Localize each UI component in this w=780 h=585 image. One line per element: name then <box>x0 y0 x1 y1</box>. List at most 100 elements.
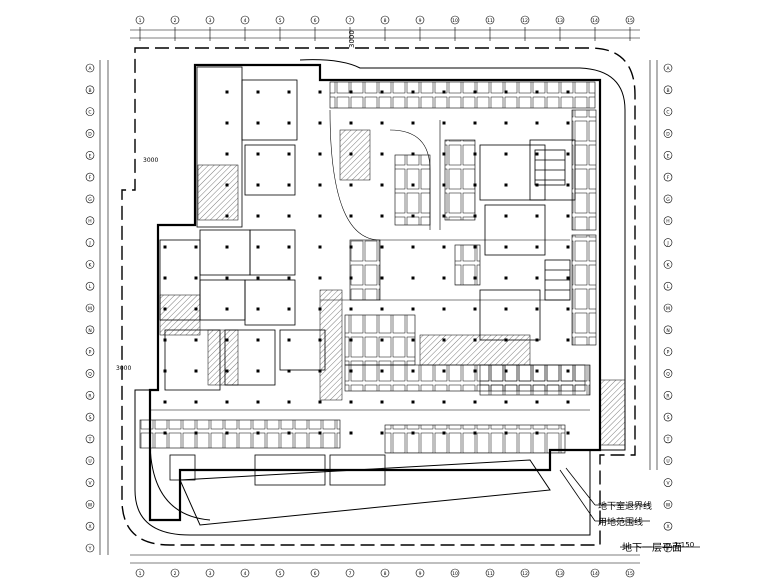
axis-bubble <box>85 456 95 466</box>
axis-label: 6 <box>314 571 317 577</box>
column <box>411 183 415 187</box>
axis-label: 14 <box>592 18 598 24</box>
column <box>504 307 508 311</box>
column <box>349 214 353 218</box>
column <box>194 369 198 373</box>
axis-label: X <box>666 524 669 530</box>
column <box>380 121 384 125</box>
column <box>535 245 539 249</box>
axis-label: 2 <box>174 18 177 24</box>
column <box>256 338 260 342</box>
column <box>535 152 539 156</box>
axis-label: 5 <box>279 571 282 577</box>
column <box>256 183 260 187</box>
column <box>411 90 415 94</box>
column <box>318 307 322 311</box>
column <box>256 214 260 218</box>
column <box>318 431 322 435</box>
column <box>163 307 167 311</box>
axis-bubble <box>555 568 565 578</box>
column <box>411 338 415 342</box>
axis-bubble <box>345 15 355 25</box>
column <box>442 369 446 373</box>
column <box>411 152 415 156</box>
axis-label: F <box>89 175 92 181</box>
legend-basement-setback-label: 地下室退界线 <box>598 502 653 512</box>
axis-bubble <box>663 172 673 182</box>
column <box>318 214 322 218</box>
axis-label: G <box>666 197 670 203</box>
axis-label: Q <box>88 371 92 377</box>
axis-bubble <box>555 15 565 25</box>
site-boundary-dashed-line <box>121 47 636 546</box>
axis-bubble <box>85 412 95 422</box>
axis-bubble <box>590 568 600 578</box>
drawing-title: 地下一层平面 <box>622 543 682 554</box>
column <box>504 369 508 373</box>
column <box>225 152 229 156</box>
axis-bubble <box>85 172 95 182</box>
column <box>442 90 446 94</box>
axis-label: 15 <box>627 571 633 577</box>
axis-label: R <box>88 393 91 399</box>
axis-label: L <box>667 284 670 290</box>
axis-bubble <box>663 412 673 422</box>
parking-stalls <box>139 81 597 454</box>
axis-bubble <box>663 434 673 444</box>
column <box>194 307 198 311</box>
column <box>380 338 384 342</box>
column <box>256 245 260 249</box>
axis-bubble <box>663 281 673 291</box>
column <box>442 214 446 218</box>
axis-label: Y <box>88 546 92 552</box>
axis-label: 14 <box>592 571 598 577</box>
axis-bubble <box>663 369 673 378</box>
column <box>442 152 446 156</box>
axis-bubble <box>663 521 673 531</box>
column <box>225 183 229 187</box>
column <box>380 400 384 404</box>
axis-label: V <box>88 481 92 487</box>
column <box>535 276 539 280</box>
axis-bubble <box>625 15 635 25</box>
left-lower-setback-dimension: 3000 <box>116 365 132 372</box>
column <box>287 431 291 435</box>
column <box>349 431 353 435</box>
axis-label: H <box>88 219 91 225</box>
axis-bubble <box>85 281 95 291</box>
column <box>194 338 198 342</box>
column <box>411 276 415 280</box>
axis-label: V <box>666 481 670 487</box>
column <box>380 90 384 94</box>
column <box>504 431 508 435</box>
axis-bubble <box>663 194 673 204</box>
column <box>318 152 322 156</box>
column <box>473 338 477 342</box>
column <box>256 90 260 94</box>
column <box>256 121 260 125</box>
column <box>566 338 570 342</box>
column <box>442 121 446 125</box>
axis-label: 12 <box>522 18 528 24</box>
column <box>566 245 570 249</box>
axis-label: D <box>666 131 670 137</box>
axis-bubble <box>663 216 673 226</box>
column <box>380 307 384 311</box>
column <box>287 152 291 156</box>
column <box>504 121 508 125</box>
axis-label: R <box>666 393 669 399</box>
axis-bubble <box>450 568 460 578</box>
column <box>225 90 229 94</box>
axis-label: 9 <box>419 571 422 577</box>
column <box>442 400 446 404</box>
column <box>318 245 322 249</box>
column <box>318 338 322 342</box>
axis-bubble <box>170 568 180 578</box>
column <box>287 369 291 373</box>
axis-label: N <box>666 328 669 334</box>
column <box>411 214 415 218</box>
axis-bubble <box>275 15 285 25</box>
stair-core <box>169 149 571 481</box>
top-axis-grid-labels: 1122334455667788991010111112121313141415… <box>135 15 635 578</box>
